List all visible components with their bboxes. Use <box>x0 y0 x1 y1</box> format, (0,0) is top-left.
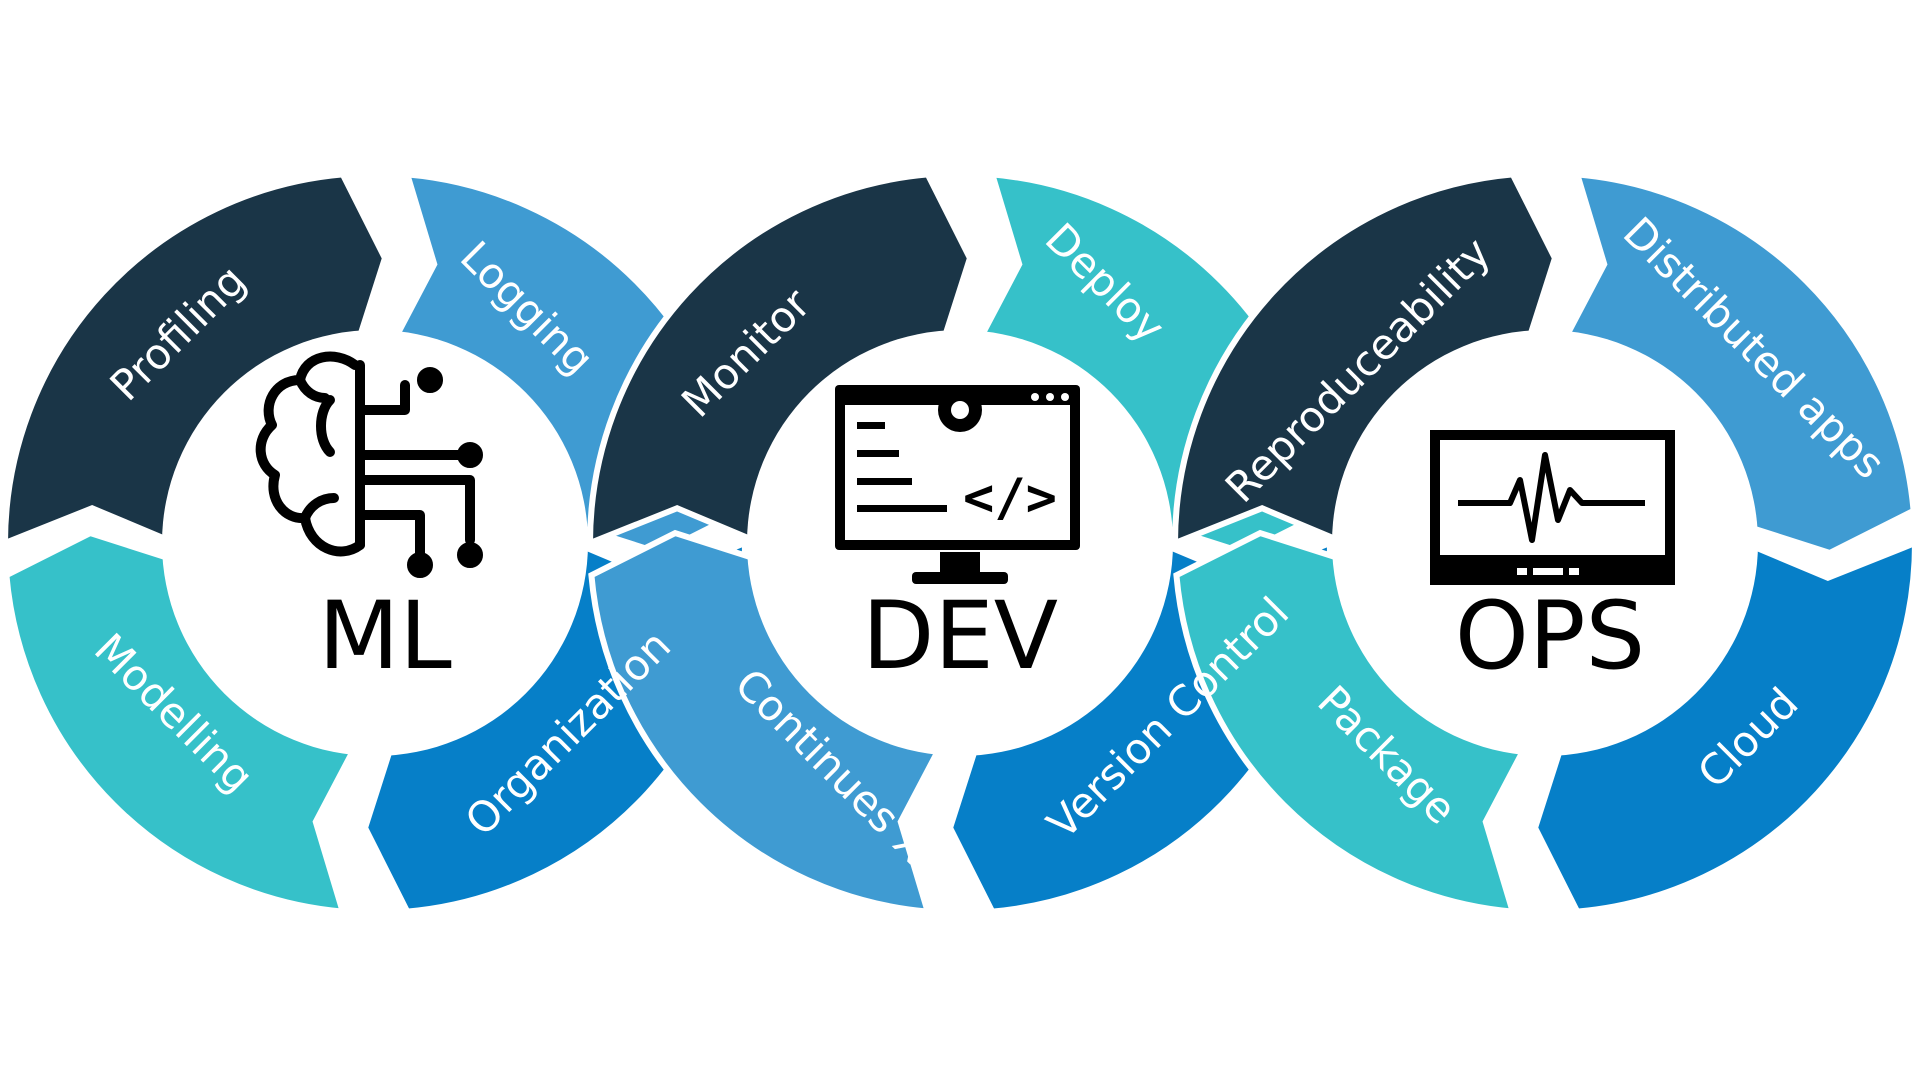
ring-ops: OPS <box>1171 171 1919 915</box>
ring-ml-center <box>162 330 588 756</box>
ring-dev: </> DEV <box>586 171 1334 915</box>
ring-ops-segments <box>1171 171 1919 915</box>
ring-ops-title: OPS <box>1455 582 1645 691</box>
svg-text:</>: </> <box>963 468 1057 528</box>
ring-ml-title: ML <box>318 582 451 691</box>
ring-ml: ML <box>1 171 749 915</box>
code-monitor-icon: </> <box>835 385 1080 584</box>
ring-dev-title: DEV <box>862 582 1058 691</box>
brain-circuit-icon <box>255 351 483 578</box>
heartbeat-monitor-icon <box>1430 430 1675 585</box>
